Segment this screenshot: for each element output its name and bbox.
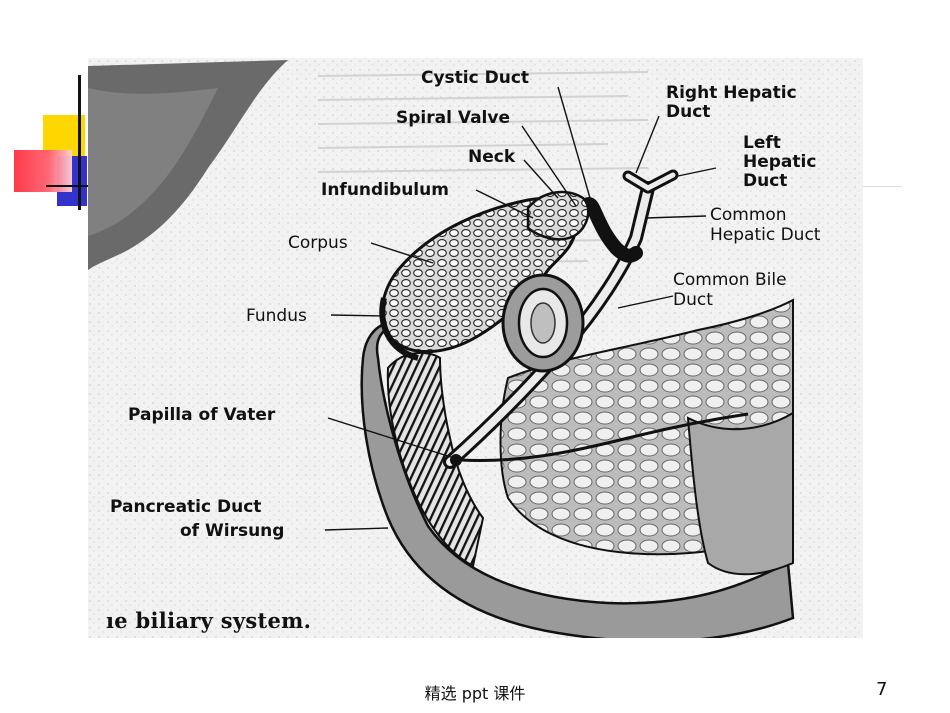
decor-vertical-line [78, 75, 81, 210]
figure-caption: ıe biliary system. [106, 608, 312, 633]
decor-horizontal-line [46, 185, 106, 187]
biliary-system-figure: Cystic Duct Right Hepatic Duct Spiral Va… [88, 58, 863, 638]
label-common-hepatic-2: Hepatic Duct [710, 225, 821, 245]
gallbladder-neck [526, 190, 590, 241]
pancreatic-duct [459, 412, 749, 463]
label-right-hepatic-1: Right Hepatic [666, 83, 797, 103]
label-left-hepatic-3: Duct [743, 171, 787, 191]
label-cystic-duct: Cystic Duct [421, 68, 529, 88]
label-common-hepatic-1: Common [710, 205, 787, 225]
label-left-hepatic-2: Hepatic [743, 152, 816, 172]
duodenum-mucosa [386, 351, 485, 568]
footer-text: 精选 ppt 课件 [424, 684, 526, 703]
label-fundus: Fundus [246, 306, 307, 326]
label-right-hepatic-2: Duct [666, 102, 710, 122]
label-left-hepatic-1: Left [743, 133, 781, 153]
label-corpus: Corpus [288, 233, 348, 253]
label-pancreatic-duct-1: Pancreatic Duct [110, 497, 261, 517]
hepatic-ducts-lumen [625, 172, 676, 191]
page-number: 7 [876, 679, 888, 700]
label-pancreatic-duct-2: of Wirsung [180, 521, 284, 541]
duodenum-right-edge [686, 411, 794, 576]
label-spiral-valve: Spiral Valve [396, 108, 510, 128]
biliary-diagram: Cystic Duct Right Hepatic Duct Spiral Va… [88, 58, 863, 638]
label-papilla-of-vater: Papilla of Vater [128, 405, 276, 425]
leader-lines [324, 86, 717, 531]
duodenum-opening-lumen [530, 302, 556, 344]
gallbladder-wall [379, 297, 419, 361]
liver-shading [88, 88, 218, 236]
label-common-bile-2: Duct [673, 290, 713, 310]
label-infundibulum: Infundibulum [321, 180, 449, 200]
label-neck: Neck [468, 147, 516, 167]
papilla-of-vater [450, 454, 462, 466]
label-common-bile-1: Common Bile [673, 270, 787, 290]
decor-rule [862, 186, 902, 187]
